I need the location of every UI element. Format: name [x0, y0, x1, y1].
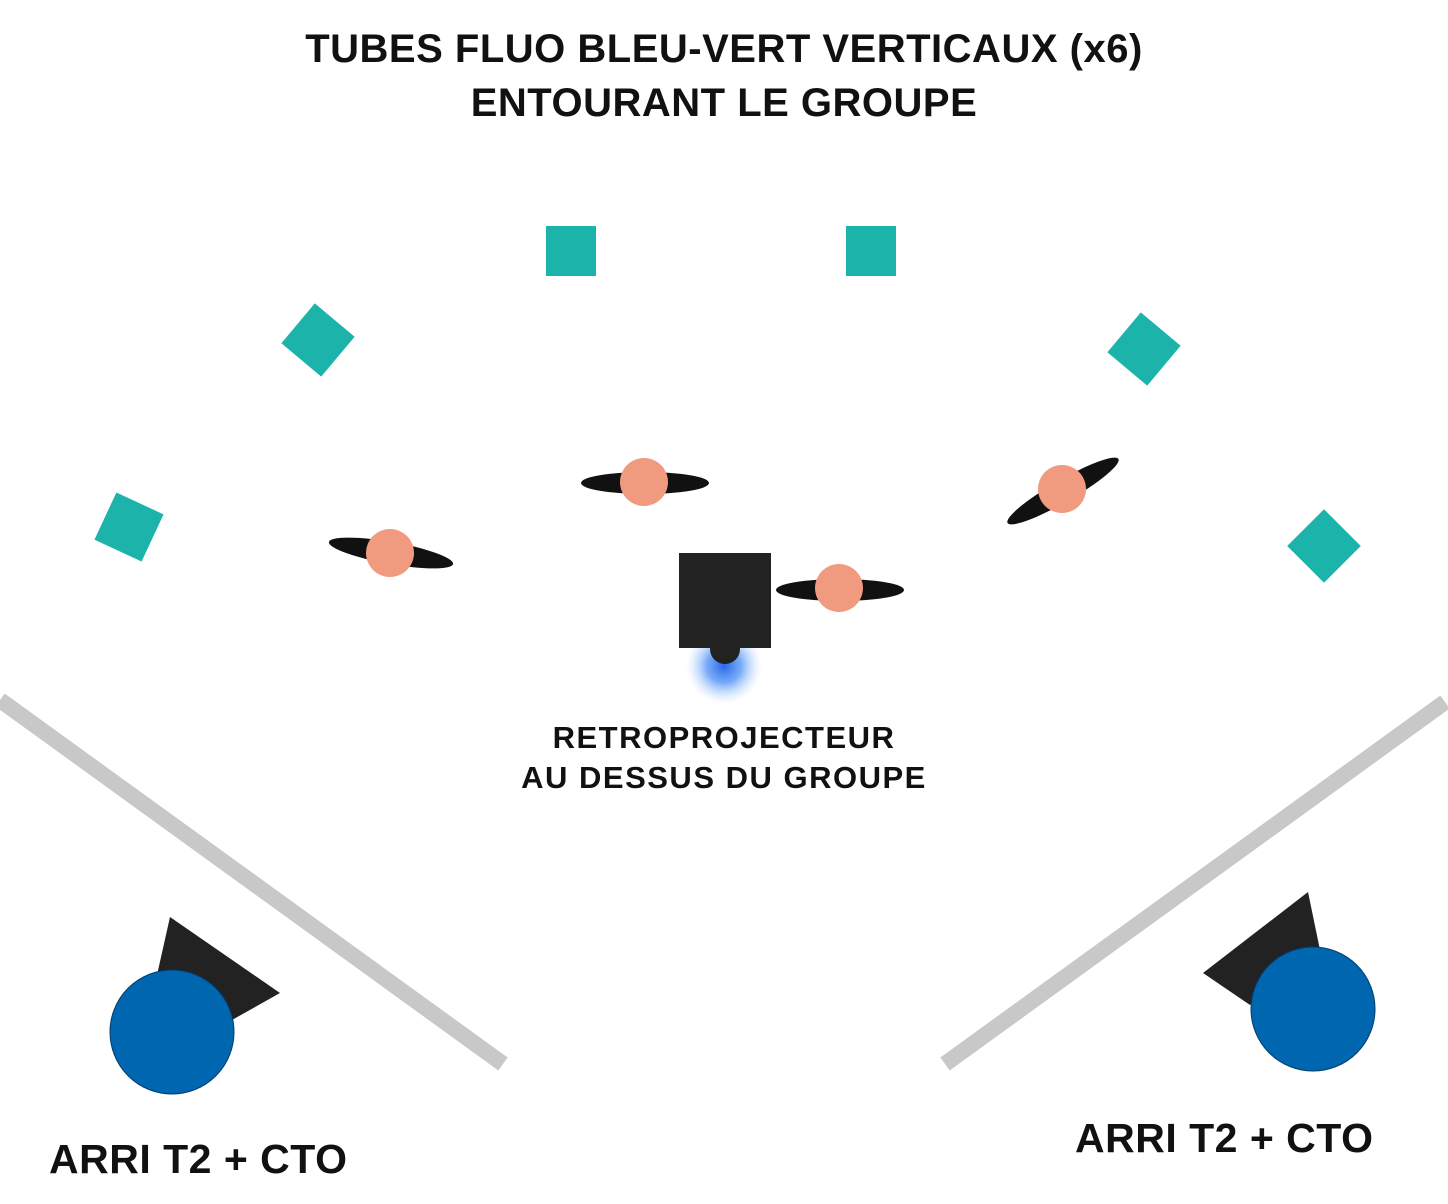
- flag-left: [0, 693, 508, 1071]
- barndoor-right: [1203, 892, 1320, 1005]
- camera-right-label: ARRI T2 + CTO: [1075, 1115, 1374, 1161]
- person-1: [328, 529, 454, 577]
- fluo-tube-4: [846, 226, 896, 276]
- lamp-body-left: [109, 969, 235, 1095]
- diagram-title-line-1: TUBES FLUO BLEU-VERT VERTICAUX (x6): [305, 27, 1143, 71]
- fluo-tube-5: [1107, 312, 1181, 386]
- camera-left-label: ARRI T2 + CTO: [49, 1136, 348, 1182]
- lamp-body-right: [1250, 946, 1376, 1072]
- projector-label-line-2: AU DESSUS DU GROUPE: [521, 760, 927, 795]
- projector-label-line-1: RETROPROJECTEUR: [552, 720, 896, 755]
- diagram-title-line-2: ENTOURANT LE GROUPE: [470, 81, 978, 125]
- projector-body: [679, 553, 771, 648]
- person-head: [366, 529, 414, 577]
- fluo-tube-2: [281, 303, 355, 377]
- flag-right: [940, 695, 1448, 1071]
- person-head: [1038, 465, 1086, 513]
- fluo-tube-3: [546, 226, 596, 276]
- lamp-right: [1203, 892, 1376, 1072]
- person-4: [1007, 457, 1119, 525]
- person-3: [776, 564, 904, 612]
- person-2: [581, 458, 709, 506]
- lamp-left: [109, 917, 280, 1095]
- person-head: [815, 564, 863, 612]
- barndoor-left: [157, 917, 280, 1020]
- person-head: [620, 458, 668, 506]
- projector-lens: [710, 634, 740, 664]
- fluo-tube-1: [94, 492, 164, 562]
- projector: [679, 553, 771, 704]
- fluo-tube-6: [1287, 509, 1361, 583]
